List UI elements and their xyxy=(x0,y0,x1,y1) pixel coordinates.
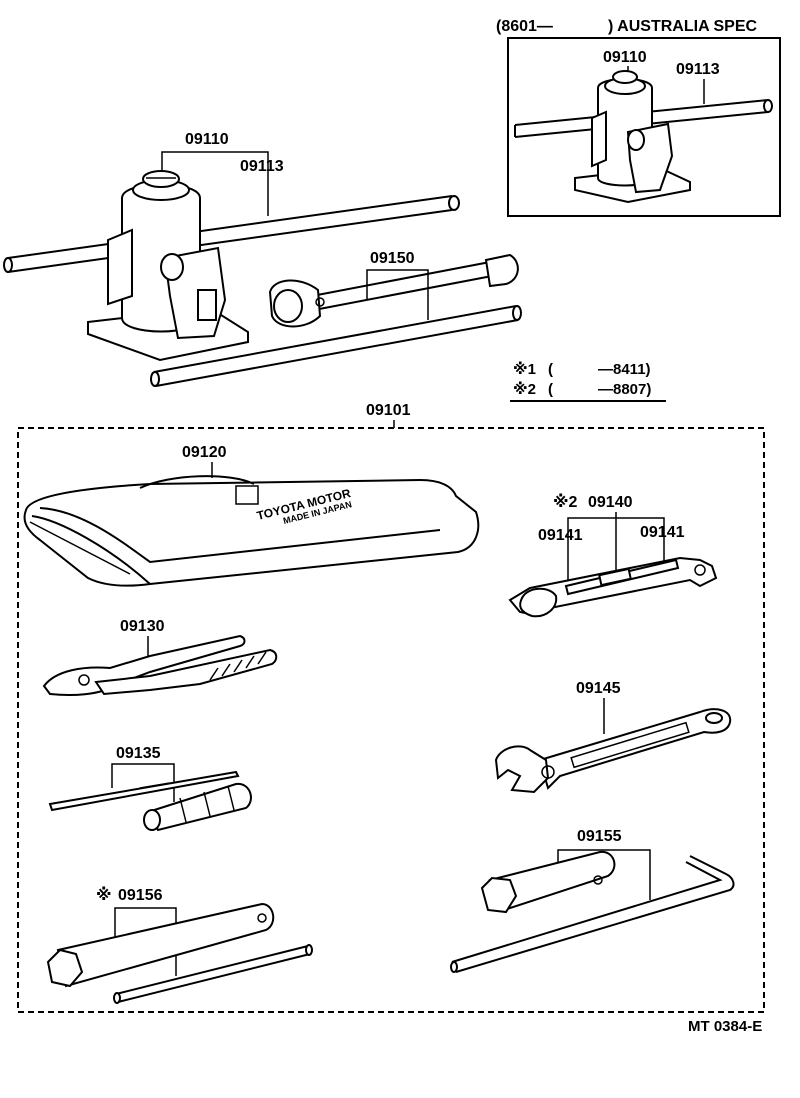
socket-wrench-group: ※ 09156 xyxy=(46,886,313,1004)
note2-open: ( xyxy=(548,381,553,398)
label-09141-right: 09141 xyxy=(640,524,685,541)
label-09156: 09156 xyxy=(118,887,163,904)
bottle-jack-main xyxy=(87,170,249,362)
plug-wrench xyxy=(480,850,616,914)
label-09120: 09120 xyxy=(182,444,227,461)
tool-set-group: 09101 xyxy=(17,402,765,1013)
note2-range: —8807) xyxy=(598,381,651,398)
label-09113-aus: 09113 xyxy=(676,61,720,78)
lug-wrench-group: 09150 xyxy=(150,250,522,387)
jack-handle-main xyxy=(3,195,460,273)
label-09155: 09155 xyxy=(577,828,622,845)
screwdriver-group: 09135 xyxy=(48,745,252,832)
note1-open: ( xyxy=(548,361,553,378)
adjustable-wrench xyxy=(494,708,732,794)
pliers-group: 09130 xyxy=(42,618,278,696)
label-09113: 09113 xyxy=(240,158,284,175)
mark-09140: ※2 xyxy=(553,493,578,511)
label-09140: 09140 xyxy=(588,494,633,511)
screwdriver-blade xyxy=(48,770,240,812)
note1-range: —8411) xyxy=(598,361,651,378)
wrench-set-group: ※2 09140 09141 09141 xyxy=(508,493,718,618)
label-09130: 09130 xyxy=(120,618,165,635)
lug-wrench xyxy=(268,253,519,328)
plug-wrench-bar xyxy=(450,855,735,973)
label-09101: 09101 xyxy=(366,402,411,419)
australia-spec-code: (8601— xyxy=(496,18,553,35)
double-end-wrench xyxy=(508,556,718,618)
tool-set-frame xyxy=(17,427,765,1013)
pliers xyxy=(42,634,278,696)
label-09145: 09145 xyxy=(576,680,621,697)
socket-wrench-bar xyxy=(113,944,313,1004)
bottle-jack-aus xyxy=(574,70,691,204)
plug-wrench-group: 09155 xyxy=(450,828,735,973)
label-09150: 09150 xyxy=(370,250,415,267)
lug-wrench-bar xyxy=(150,305,522,387)
adjustable-wrench-group: 09145 xyxy=(494,680,732,794)
socket-wrench xyxy=(46,902,275,988)
jack-main-group: 09110 09113 xyxy=(3,131,460,362)
label-09110: 09110 xyxy=(185,131,229,148)
label-09141-left: 09141 xyxy=(538,527,583,544)
tool-bag: TOYOTA MOTOR MADE IN JAPAN xyxy=(23,475,480,587)
mark-09156: ※ xyxy=(96,886,112,904)
australia-spec-frame xyxy=(507,37,781,217)
label-09110-aus: 09110 xyxy=(603,49,647,66)
note2-mark: ※2 xyxy=(513,380,536,398)
diagram-reference: MT 0384-E xyxy=(688,1018,762,1035)
screwdriver-handle xyxy=(143,782,252,832)
notes: ※1 ( —8411) ※2 ( —8807) xyxy=(510,360,666,402)
australia-spec-inset: (8601— ) AUSTRALIA SPEC 09110 09113 xyxy=(496,18,781,217)
label-09135: 09135 xyxy=(116,745,161,762)
tool-bag-group: 09120 TOYOTA MOTOR MADE IN JAPAN xyxy=(23,444,480,587)
australia-spec-title: ) AUSTRALIA SPEC xyxy=(608,18,757,35)
note1-mark: ※1 xyxy=(513,360,536,378)
